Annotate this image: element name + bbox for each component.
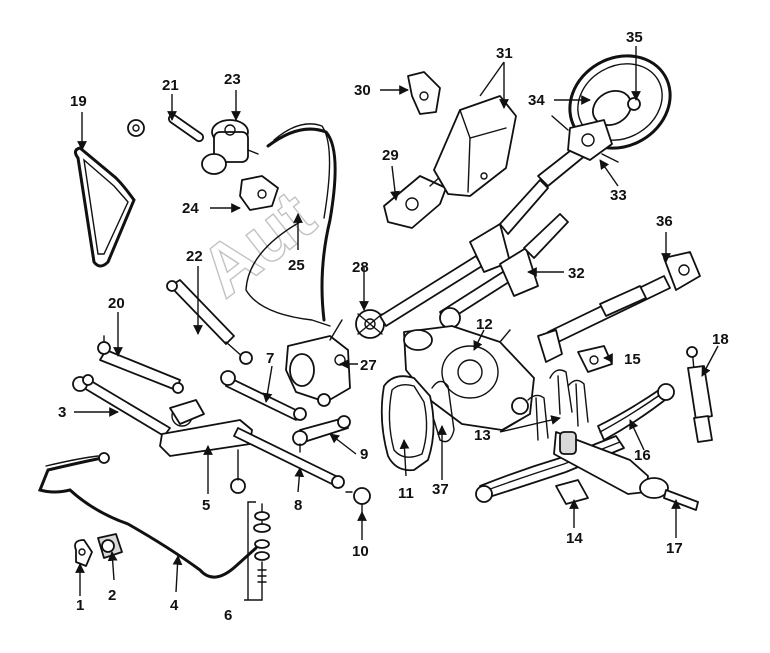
callout-20: 20 (108, 295, 125, 312)
part-switch-clip (407, 71, 441, 115)
callout-36: 36 (656, 213, 673, 230)
part-drag-link (72, 374, 171, 437)
part-diff-gasket (431, 380, 455, 443)
callout-25: 25 (288, 257, 305, 274)
callout-23: 23 (224, 71, 241, 88)
callout-4: 4 (170, 597, 179, 614)
callout-8: 8 (294, 497, 302, 514)
part-diff-cover (380, 375, 435, 472)
callout-27: 27 (360, 357, 377, 374)
callout-24: 24 (182, 200, 199, 217)
callout-9: 9 (360, 446, 368, 463)
callout-30: 30 (354, 82, 371, 99)
part-universal-joint (355, 309, 385, 339)
callout-18: 18 (712, 331, 729, 348)
part-steering-damper (166, 279, 253, 365)
part-u-bolts (527, 369, 589, 441)
callout-22: 22 (186, 248, 203, 265)
callout-13: 13 (474, 427, 491, 444)
callout-3: 3 (58, 404, 66, 421)
part-shaft-bracket (577, 345, 613, 373)
part-pitman-arm (97, 335, 184, 394)
part-drive-belt (73, 146, 136, 268)
part-tie-rod-end (292, 415, 351, 453)
part-upper-column-shaft (439, 213, 569, 329)
part-stabilizer-clamp (74, 539, 93, 567)
callout-6: 6 (224, 607, 232, 624)
part-power-steering-pump (201, 119, 259, 175)
callout-28: 28 (352, 259, 369, 276)
callout-34: 34 (528, 92, 545, 109)
callout-14: 14 (566, 530, 583, 547)
callout-1: 1 (76, 597, 84, 614)
callout-5: 5 (202, 497, 210, 514)
callout-29: 29 (382, 147, 399, 164)
callout-17: 17 (666, 540, 683, 557)
callout-16: 16 (634, 447, 651, 464)
part-steering-wheel (568, 54, 672, 150)
part-shock-absorber (686, 346, 713, 443)
callout-31: 31 (496, 45, 513, 62)
callout-33: 33 (610, 187, 627, 204)
part-center-link (159, 399, 253, 494)
callout-2: 2 (108, 587, 116, 604)
callout-15: 15 (624, 351, 641, 368)
callout-19: 19 (70, 93, 87, 110)
callout-35: 35 (626, 29, 643, 46)
callout-11: 11 (398, 485, 414, 502)
callout-32: 32 (568, 265, 585, 282)
callout-7: 7 (266, 350, 274, 367)
part-stabilizer-bar (37, 452, 258, 579)
part-link-bolt-set (253, 503, 271, 587)
callout-10: 10 (352, 543, 369, 560)
part-pump-bracket (239, 175, 279, 211)
part-ball-joint (345, 487, 371, 513)
part-column-shroud (433, 95, 517, 197)
part-combination-switch (551, 115, 619, 163)
part-propeller-shaft (537, 251, 701, 363)
part-adjuster-bracket (127, 113, 205, 143)
part-stabilizer-bushing (97, 533, 123, 559)
callout-labels: 19 21 23 24 25 22 20 3 7 9 8 5 10 2 1 4 … (58, 29, 729, 624)
leader-lines (74, 46, 719, 601)
part-return-hose (245, 123, 337, 327)
part-leaf-spring (597, 383, 675, 441)
callout-12: 12 (476, 316, 493, 333)
callout-37: 37 (432, 481, 449, 498)
part-track-rod (233, 427, 345, 489)
part-axle-shaft (553, 431, 699, 511)
callout-21: 21 (162, 77, 179, 94)
part-steering-gearbox (285, 319, 351, 407)
